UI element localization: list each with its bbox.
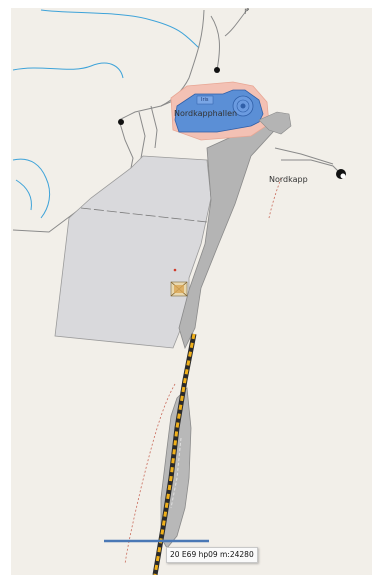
pyramid-icon[interactable] xyxy=(170,281,188,297)
map-frame[interactable]: Iris Nordkapphallen Nordkapp ↱ 20 E69 hp… xyxy=(11,8,372,575)
junction-dot[interactable] xyxy=(118,119,124,125)
stream-middle xyxy=(12,62,124,79)
corner-mark-icon: ↱ xyxy=(243,8,251,17)
label-nordkapphallen: Nordkapphallen xyxy=(174,109,238,118)
road-e69[interactable] xyxy=(153,333,196,575)
stream-lower xyxy=(12,158,51,219)
streams xyxy=(12,9,200,219)
access-road xyxy=(258,111,292,135)
nordkapp-cliff-icon[interactable] xyxy=(336,169,346,179)
poi-dot[interactable] xyxy=(173,268,177,272)
road-tooltip: 20 E69 hp09 m:24280 xyxy=(166,547,258,563)
map-canvas[interactable] xyxy=(11,8,372,575)
viewpoint-dot[interactable] xyxy=(214,67,220,73)
label-nordkapp: Nordkapp xyxy=(269,175,308,184)
parking-divider xyxy=(80,207,208,223)
label-iris: Iris xyxy=(201,97,209,103)
parking-area xyxy=(54,155,212,349)
stream-lower-branch xyxy=(15,179,32,211)
nordkapphallen-building[interactable] xyxy=(174,89,264,133)
stream-top xyxy=(40,9,200,49)
